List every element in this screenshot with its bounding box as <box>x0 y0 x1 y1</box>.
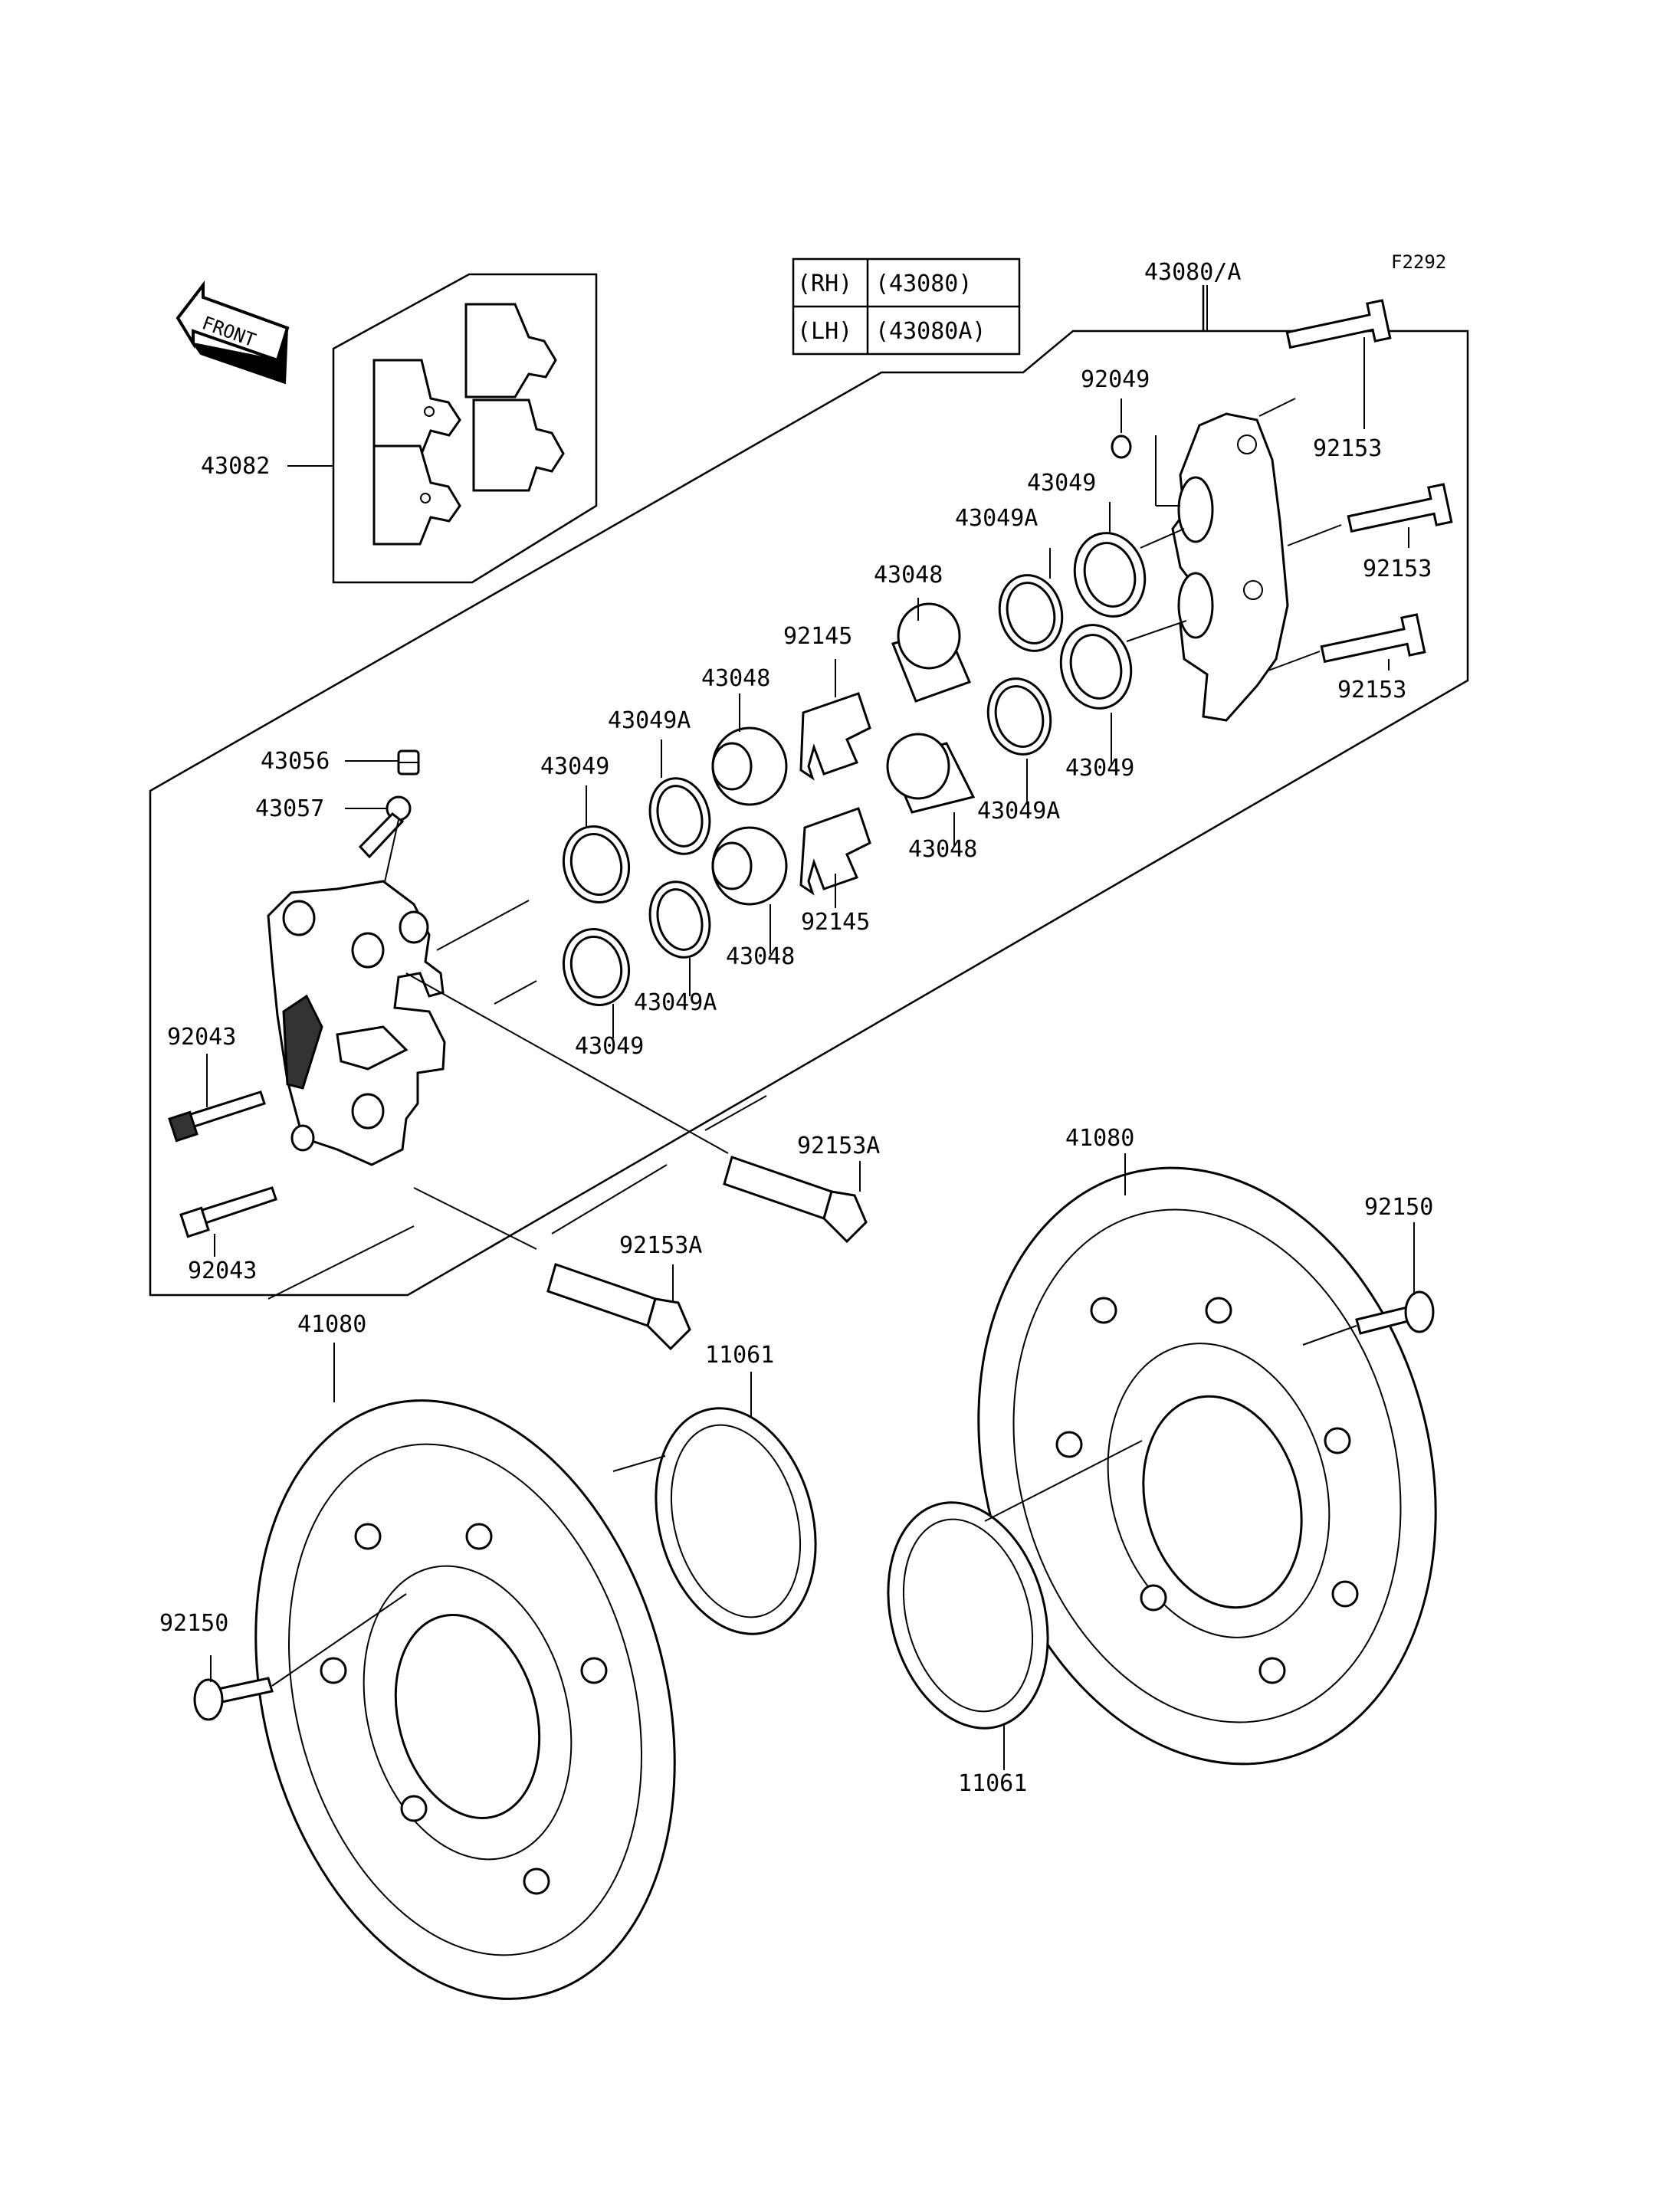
piston-seals-upper-right <box>886 532 1147 814</box>
callout-92145-b: 92145 <box>801 909 870 936</box>
callout-43049a-a: 43049A <box>955 505 1038 532</box>
callout-92153-1: 92153 <box>1313 435 1382 462</box>
caliper-assembly-outline <box>149 285 1469 1297</box>
bolt-92150-right <box>1355 1290 1435 1335</box>
callout-92145-a: 92145 <box>783 623 852 650</box>
brake-pads <box>372 303 565 546</box>
callout-43049a-c: 43049A <box>608 707 691 734</box>
callout-43049-d: 43049 <box>575 1033 644 1060</box>
callout-92043-a: 92043 <box>167 1024 236 1051</box>
callout-92153a-a: 92153A <box>797 1133 880 1159</box>
brake-disc-left <box>254 1399 676 2000</box>
bolts-92153 <box>1285 299 1453 664</box>
pad-springs-92145 <box>799 692 871 896</box>
callout-43048-d: 43048 <box>726 943 795 970</box>
callout-43049-c: 43049 <box>540 753 609 780</box>
callout-92153-2: 92153 <box>1363 556 1432 582</box>
callout-43049a-d: 43049A <box>634 989 717 1016</box>
callout-43049-b: 43049 <box>1065 755 1134 782</box>
brake-disc-right <box>977 1166 1437 1766</box>
shim-11061-lower <box>887 1501 1049 1730</box>
callout-43049-a: 43049 <box>1027 470 1096 497</box>
piston-seals-lower-left <box>562 726 788 1007</box>
callout-43057: 43057 <box>255 795 324 822</box>
callout-43082: 43082 <box>201 453 270 480</box>
callout-92153-3: 92153 <box>1337 677 1406 703</box>
callout-92150-a: 92150 <box>159 1610 228 1637</box>
callout-92043-b: 92043 <box>188 1258 257 1284</box>
shim-11061-upper <box>655 1407 817 1635</box>
variant-side-rh: (RH) <box>797 271 852 297</box>
figure-code: F2292 <box>1391 251 1446 273</box>
callout-41080-a: 41080 <box>297 1311 366 1338</box>
variant-part-rh: (43080) <box>875 271 972 297</box>
callout-92153a-b: 92153A <box>619 1232 702 1259</box>
bolts-92043 <box>168 1090 277 1238</box>
caliper-rh <box>1171 412 1289 722</box>
callout-92049: 92049 <box>1081 366 1150 393</box>
caliper-lh <box>267 880 446 1166</box>
callout-43048-b: 43048 <box>908 836 977 863</box>
variant-side-lh: (LH) <box>797 318 852 345</box>
cap-43057 <box>358 795 412 859</box>
callout-43056: 43056 <box>261 748 330 775</box>
callout-43049a-b: 43049A <box>977 798 1060 825</box>
callout-43048-c: 43048 <box>701 665 770 692</box>
bolt-92150-left <box>193 1677 274 1721</box>
front-arrow-icon: FRONT <box>176 280 290 385</box>
bleeder-43056 <box>397 749 420 776</box>
washer-92049 <box>1111 434 1132 459</box>
callout-11061-a: 11061 <box>705 1342 774 1369</box>
pad-set-box <box>332 273 598 584</box>
callout-11061-b: 11061 <box>958 1770 1027 1797</box>
variant-table: (RH) (43080) (LH) (43080A) <box>792 257 1021 356</box>
callout-43048-a: 43048 <box>874 562 943 589</box>
pins-92153a <box>546 1156 868 1351</box>
callout-92150-b: 92150 <box>1364 1194 1433 1221</box>
callout-41080-b: 41080 <box>1065 1125 1134 1152</box>
variant-part-lh: (43080A) <box>875 318 986 345</box>
callout-43080a: 43080/A <box>1144 259 1241 286</box>
